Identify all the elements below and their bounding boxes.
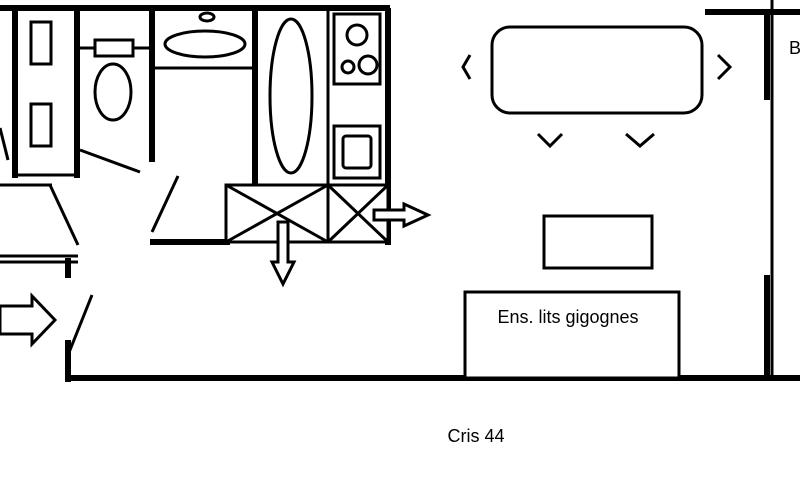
dining-table <box>461 25 733 149</box>
technical-ducts <box>224 183 390 244</box>
plan-caption: Cris 44 <box>447 426 504 446</box>
bunk-beds-label: Ens. lits gigognes <box>497 307 638 327</box>
wc <box>79 8 155 174</box>
edge-label: B <box>789 38 800 58</box>
ventilation-arrow-icon <box>372 201 432 229</box>
wardrobe <box>12 8 80 178</box>
entry-area <box>0 127 94 356</box>
bunk-beds <box>463 290 681 380</box>
bathroom <box>150 8 330 245</box>
ventilation-arrow-icon <box>269 220 297 288</box>
outer-walls <box>0 0 800 382</box>
coffee-table <box>542 214 654 270</box>
kitchenette <box>332 8 391 245</box>
entrance-arrow-icon <box>0 292 58 348</box>
